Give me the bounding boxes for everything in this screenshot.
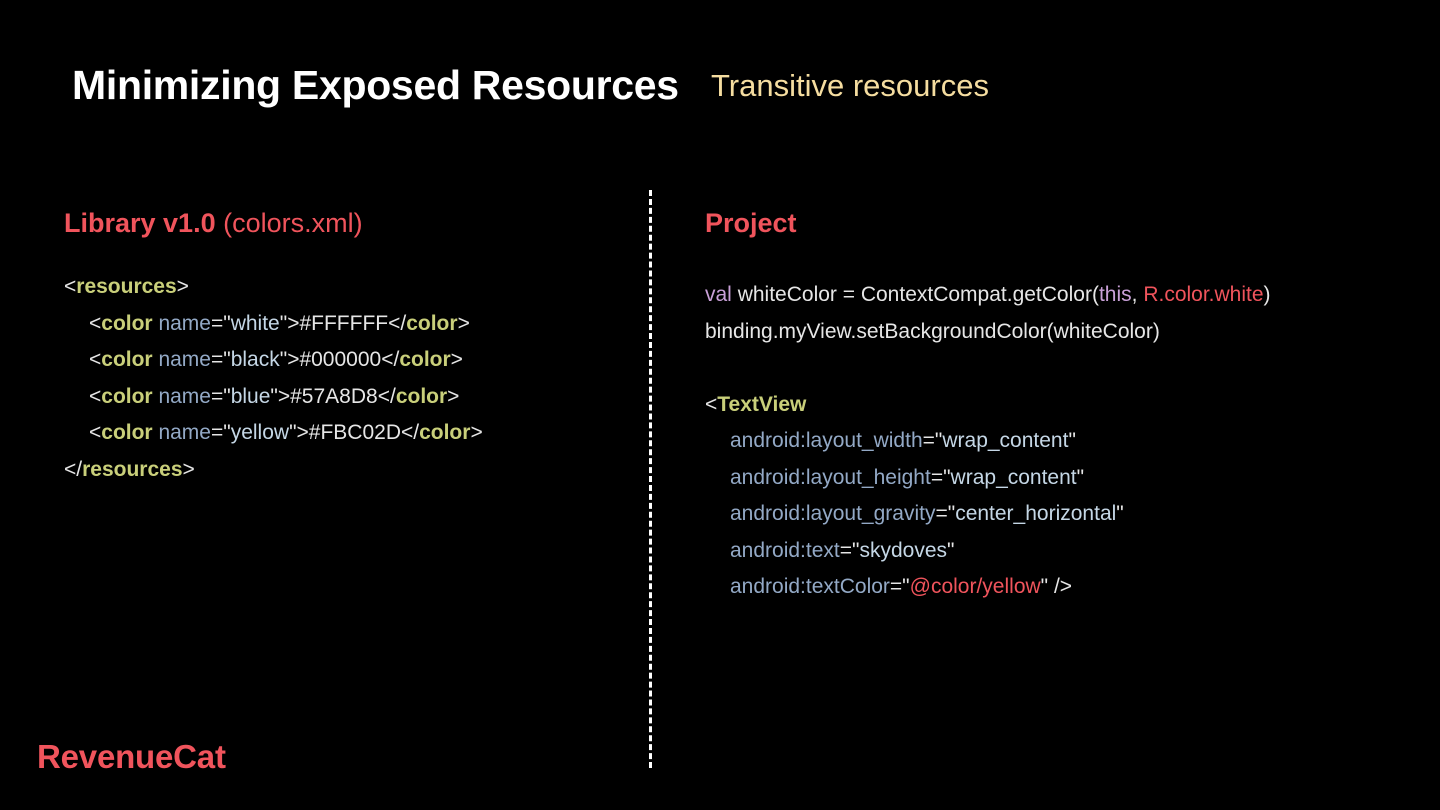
code-line: </resources> (64, 457, 195, 481)
code-line: <resources> (64, 275, 189, 298)
slide-subtitle: Transitive resources (711, 68, 989, 103)
project-code-block: val whiteColor = ContextCompat.getColor(… (705, 277, 1271, 606)
xml-attr: android:layout_height (730, 465, 931, 489)
xml-attr: android:layout_width (730, 429, 923, 452)
library-heading-filename: (colors.xml) (223, 208, 363, 238)
kotlin-keyword: this (1098, 283, 1132, 306)
code-line: <TextView (705, 392, 807, 416)
project-heading-title: Project (705, 208, 797, 238)
xml-attr-value: center_horizontal (955, 502, 1117, 525)
xml-attr: name (158, 421, 211, 444)
xml-tag: TextView (717, 392, 807, 416)
xml-tag: color (419, 421, 471, 444)
xml-attr-value-ref: @color/yellow (909, 575, 1041, 598)
xml-tag: color (406, 311, 458, 335)
xml-attr-value: wrap_content (942, 429, 1069, 452)
xml-attr: android:text (730, 538, 840, 562)
kotlin-keyword: val (705, 283, 732, 306)
dashed-divider (649, 190, 652, 768)
xml-attr: android:layout_gravity (730, 502, 936, 525)
code-line: <color name="white">#FFFFFF</color> (89, 311, 470, 335)
xml-attr: android:textColor (730, 575, 890, 598)
xml-attr-value: blue (230, 384, 271, 408)
code-line: android:textColor="@color/yellow" /> (730, 575, 1073, 598)
code-line: android:text="skydoves" (730, 538, 955, 562)
xml-tag: color (395, 384, 448, 408)
xml-attr-value: white (230, 311, 280, 335)
color-value: #57A8D8 (290, 384, 378, 408)
xml-attr: name (158, 384, 211, 408)
code-line: <color name="yellow">#FBC02D</color> (89, 421, 483, 444)
library-code-block: <resources> <color name="white">#FFFFFF</… (64, 269, 483, 488)
kotlin-code: whiteColor = ContextCompat.getColor( (731, 283, 1099, 306)
xml-attr: name (158, 311, 211, 335)
xml-attr-value: black (230, 348, 280, 371)
code-line: android:layout_width="wrap_content" (730, 429, 1076, 452)
xml-tag: resources (82, 457, 183, 481)
code-line: <color name="black">#000000</color> (89, 348, 463, 371)
code-line: android:layout_gravity="center_horizonta… (730, 502, 1124, 525)
kotlin-code: ) (1263, 283, 1271, 306)
xml-attr-value: yellow (230, 421, 290, 444)
project-heading: Project (705, 208, 797, 239)
revenuecat-logo: RevenueCat (37, 738, 226, 775)
xml-tag: color (399, 348, 451, 371)
xml-attr-value: wrap_content (950, 465, 1077, 489)
kotlin-code: , (1131, 283, 1144, 306)
xml-self-close: /> (1048, 575, 1073, 598)
kotlin-resource-ref: R.color.white (1143, 283, 1264, 306)
code-line: val whiteColor = ContextCompat.getColor(… (705, 277, 1271, 314)
xml-tag: resources (76, 275, 177, 298)
xml-tag: color (101, 421, 153, 444)
color-value: #000000 (299, 348, 382, 371)
xml-attr: name (158, 348, 211, 371)
library-heading: Library v1.0 (colors.xml) (64, 208, 363, 239)
xml-tag: color (101, 384, 153, 408)
color-value: #FBC02D (308, 421, 401, 444)
kotlin-code: binding.myView.setBackgroundColor(whiteC… (705, 319, 1160, 343)
color-value: #FFFFFF (299, 311, 389, 335)
slide-title: Minimizing Exposed Resources (72, 62, 679, 108)
code-line: <color name="blue">#57A8D8</color> (89, 384, 460, 408)
code-line-blank (705, 350, 1271, 387)
xml-tag: color (101, 348, 153, 371)
xml-attr-value: skydoves (859, 538, 948, 562)
xml-tag: color (101, 311, 153, 335)
code-line: binding.myView.setBackgroundColor(whiteC… (705, 314, 1271, 351)
code-line: android:layout_height="wrap_content" (730, 465, 1085, 489)
library-heading-title: Library v1.0 (64, 208, 216, 238)
